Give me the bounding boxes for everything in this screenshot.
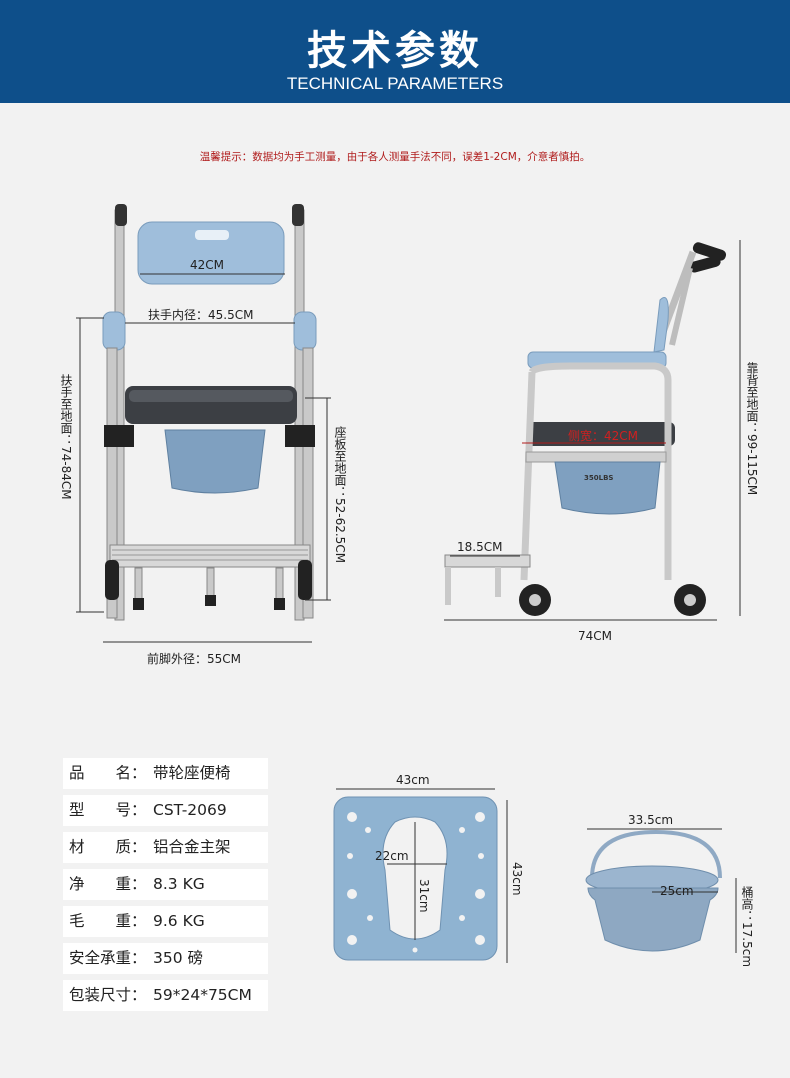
page-subtitle: TECHNICAL PARAMETERS	[286, 74, 504, 93]
spec-row: 净 重： 8.3 KG	[63, 869, 268, 900]
page-title: 技术参数	[307, 28, 483, 74]
spec-value: CST-2069	[153, 801, 227, 819]
spec-key: 材 质：	[69, 838, 147, 856]
measurement-notice: 温馨提示：数据均为手工测量，由于各人测量手法不同，误差1-2CM，介意者慎拍。	[199, 151, 591, 163]
spec-row: 材 质： 铝合金主架	[63, 832, 268, 863]
armrest-height-label: 扶手至地面：74-84CM	[59, 374, 73, 500]
side-chair-drawing	[444, 240, 741, 621]
bucket-width-label: 33.5cm	[628, 813, 674, 827]
spec-value: 8.3 KG	[153, 875, 205, 893]
spec-key: 品 名：	[69, 764, 147, 782]
backrest-height-label: 靠背至地面：99-115CM	[745, 362, 759, 496]
spec-key: 包装尺寸：	[69, 986, 147, 1004]
spec-value: 铝合金主架	[153, 838, 231, 856]
spec-key: 型 号：	[69, 801, 147, 819]
footrest-label: 18.5CM	[457, 540, 503, 554]
foot-outer-label: 前脚外径：55CM	[147, 652, 242, 666]
bucket-drawing	[585, 828, 737, 953]
header-banner: 技术参数 TECHNICAL PARAMETERS	[0, 0, 790, 103]
spec-row: 型 号： CST-2069	[63, 795, 268, 826]
spec-key: 毛 重：	[69, 912, 147, 930]
side-width-label: 侧宽：42CM	[568, 429, 639, 443]
front-chair-drawing	[76, 204, 331, 643]
backrest-width-label: 42CM	[190, 258, 225, 272]
spec-value: 9.6 KG	[153, 912, 205, 930]
spec-value: 350 磅	[153, 949, 204, 967]
spec-value: 带轮座便椅	[153, 764, 231, 782]
hole-length-label: 31cm	[417, 879, 431, 913]
spec-row: 包装尺寸： 59*24*75CM	[63, 980, 268, 1011]
capacity-mark: 350LBS	[584, 474, 614, 482]
spec-key: 净 重：	[69, 875, 147, 893]
bucket-inner-label: 25cm	[660, 884, 694, 898]
seat-board-height-label: 43cm	[510, 862, 524, 896]
armrest-inner-label: 扶手内径：45.5CM	[148, 308, 254, 322]
spec-key: 安全承重：	[69, 949, 147, 967]
seat-board-width-label: 43cm	[396, 773, 430, 787]
spec-row: 毛 重： 9.6 KG	[63, 906, 268, 937]
seat-height-label: 座板至地面：52-62.5CM	[333, 426, 347, 564]
length-label: 74CM	[578, 629, 613, 643]
seat-board-drawing	[333, 788, 508, 963]
spec-row: 安全承重： 350 磅	[63, 943, 268, 974]
spec-row: 品 名： 带轮座便椅	[63, 758, 268, 789]
hole-width-label: 22cm	[375, 849, 409, 863]
spec-value: 59*24*75CM	[153, 986, 252, 1004]
bucket-height-label: 桶高：17.5cm	[740, 886, 754, 968]
